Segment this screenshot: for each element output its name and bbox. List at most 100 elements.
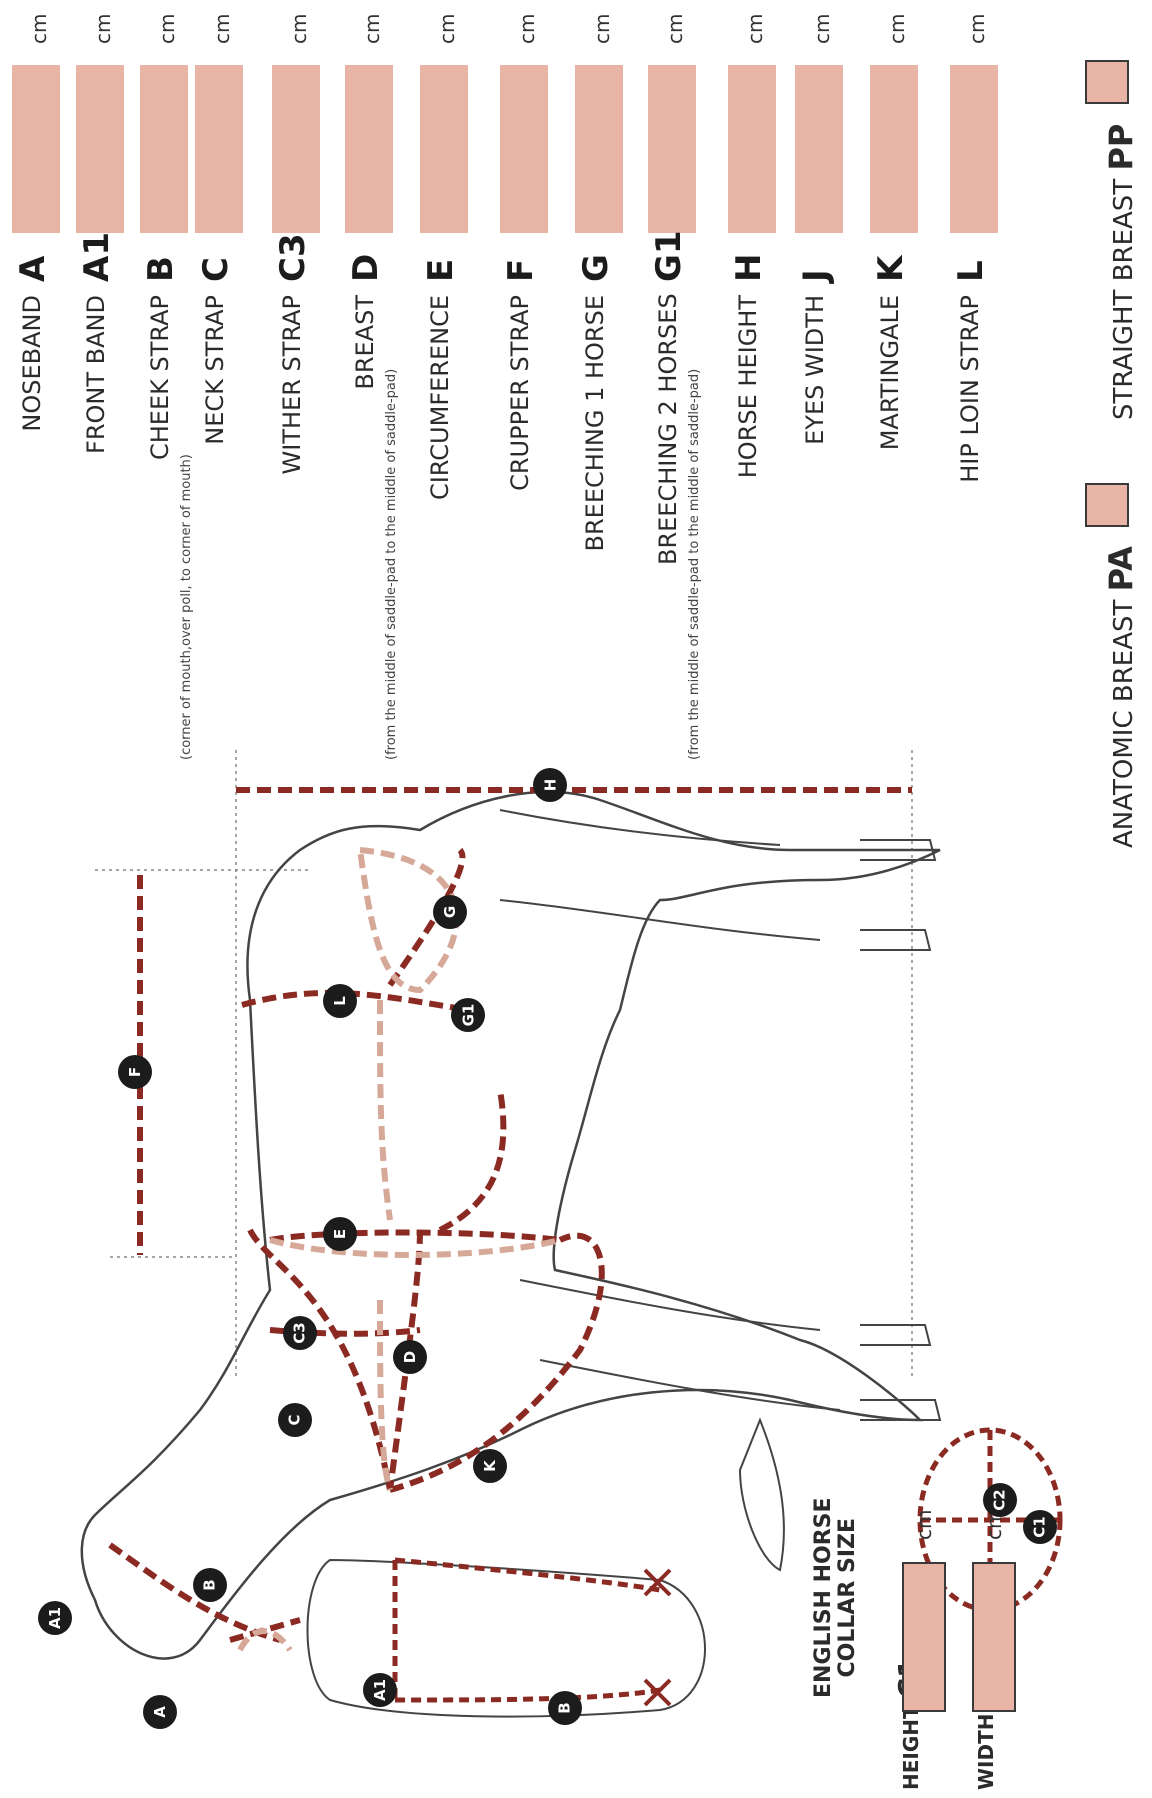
marker-l: L — [323, 984, 357, 1018]
measurement-code: G — [576, 254, 616, 282]
collar-height-field[interactable] — [902, 1562, 946, 1712]
measurement-input-b[interactable] — [140, 65, 188, 233]
measurement-label: NOSEBAND — [18, 295, 46, 432]
collar-horse-outline — [738, 1417, 785, 1572]
measurement-input-g1[interactable] — [648, 65, 696, 233]
straight-breast-label: STRAIGHT BREAST PP — [1102, 123, 1140, 420]
measurement-unit: cm — [663, 13, 687, 44]
measurement-label: WITHER STRAP — [278, 295, 306, 475]
measurement-unit: cm — [210, 13, 234, 44]
marker-text: K — [481, 1460, 499, 1472]
collar-title-line2: COLLAR SIZE — [835, 1517, 861, 1678]
measurement-input-j[interactable] — [795, 65, 843, 233]
measurement-label: NECK STRAP — [201, 295, 229, 445]
measurement-unit: cm — [27, 13, 51, 44]
measurement-code: G1 — [649, 230, 689, 282]
marker-g: G — [433, 895, 467, 929]
measurement-input-e[interactable] — [420, 65, 468, 233]
measurement-code: B — [141, 256, 181, 282]
marker-f: F — [118, 1055, 152, 1089]
measurement-label: BREECHING 2 HORSES — [654, 293, 682, 565]
measurement-unit: cm — [435, 13, 459, 44]
measurement-unit: cm — [155, 13, 179, 44]
measurement-note: (from the middle of saddle-pad to the mi… — [687, 368, 702, 760]
marker-c3: C3 — [283, 1316, 317, 1350]
measurement-input-a1[interactable] — [76, 65, 124, 233]
measurement-code: L — [951, 260, 991, 282]
marker-text: H — [541, 778, 559, 792]
measurement-unit: cm — [590, 13, 614, 44]
measurement-input-f[interactable] — [500, 65, 548, 233]
marker-b: B — [193, 1568, 227, 1602]
measurement-input-c[interactable] — [195, 65, 243, 233]
measurement-unit: cm — [885, 13, 909, 44]
marker-a: A — [143, 1695, 177, 1729]
marker-text: D — [400, 1350, 419, 1364]
collar-marker-c2: C2 — [983, 1483, 1017, 1517]
horse-outline — [80, 790, 941, 1660]
head-marker-text: B — [556, 1702, 574, 1714]
measurement-input-l[interactable] — [950, 65, 998, 233]
marker-text: F — [126, 1066, 144, 1078]
marker-c: C — [278, 1403, 312, 1437]
collar-width-field[interactable] — [972, 1562, 1016, 1712]
marker-h: H — [533, 768, 567, 802]
measurement-label: FRONT BAND — [82, 295, 110, 454]
straight-breast-code: PP — [1102, 123, 1140, 171]
measurement-unit: cm — [360, 13, 384, 44]
measurement-code: C — [196, 257, 236, 282]
marker-k: K — [473, 1449, 507, 1483]
measurement-note: (corner of mouth,over poll, to corner of… — [179, 454, 194, 760]
measurement-code: A1 — [77, 232, 117, 282]
marker-text: L — [331, 996, 349, 1006]
head-marker-a1: A1 — [363, 1673, 397, 1707]
measurement-code: J — [796, 269, 836, 282]
measurement-input-a[interactable] — [12, 65, 60, 233]
measurement-input-h[interactable] — [728, 65, 776, 233]
anatomic-breast-label: ANATOMIC BREAST PA — [1102, 546, 1140, 848]
marker-g1: G1 — [451, 998, 485, 1032]
measurement-code: E — [421, 258, 461, 282]
measurement-code: K — [871, 255, 911, 282]
measurement-unit: cm — [287, 13, 311, 44]
marker-text: E — [331, 1228, 349, 1240]
measurement-unit: cm — [515, 13, 539, 44]
marker-text: A1 — [45, 1606, 64, 1630]
anatomic-breast-code: PA — [1102, 546, 1140, 592]
marker-e: E — [323, 1217, 357, 1251]
collar-width-text: WIDTH — [974, 1713, 998, 1790]
anatomic-breast-text: ANATOMIC BREAST — [1109, 599, 1139, 848]
measurement-code: F — [501, 258, 541, 282]
measurement-label: EYES WIDTH — [801, 295, 829, 445]
straight-breast-checkbox[interactable] — [1085, 60, 1129, 104]
measurement-note: (from the middle of saddle-pad to the mi… — [384, 368, 399, 760]
measurement-label: CIRCUMFERENCE — [426, 295, 454, 501]
marker-text: G — [441, 905, 459, 919]
measurement-input-g[interactable] — [575, 65, 623, 233]
straps-dark — [108, 787, 912, 1643]
measurement-label: BREAST — [351, 295, 379, 390]
collar-marker-text: C1 — [1030, 1516, 1049, 1538]
collar-marker-c1: C1 — [1023, 1510, 1057, 1544]
measurement-code: A — [13, 255, 53, 282]
marker-d: D — [393, 1340, 427, 1374]
measurement-unit: cm — [965, 13, 989, 44]
marker-a1: A1 — [38, 1601, 72, 1635]
measurement-input-c3[interactable] — [272, 65, 320, 233]
measurement-unit: cm — [91, 13, 115, 44]
measurement-label: HIP LOIN STRAP — [956, 295, 984, 483]
anatomic-breast-checkbox[interactable] — [1085, 483, 1129, 527]
measurement-label: MARTINGALE — [876, 295, 904, 451]
collar-height-unit: cm — [912, 1509, 936, 1540]
collar-title-line1: ENGLISH HORSE — [811, 1497, 836, 1698]
measurement-input-k[interactable] — [870, 65, 918, 233]
head-straps — [392, 1557, 661, 1703]
marker-text: C3 — [290, 1322, 309, 1344]
head-marker-b: B — [548, 1691, 582, 1725]
measurement-label: CHEEK STRAP — [146, 295, 174, 460]
measurement-unit: cm — [810, 13, 834, 44]
measurement-label: CRUPPER STRAP — [506, 295, 534, 491]
measurement-input-d[interactable] — [345, 65, 393, 233]
collar-title: ENGLISH HORSE COLLAR SIZE — [811, 1497, 861, 1698]
